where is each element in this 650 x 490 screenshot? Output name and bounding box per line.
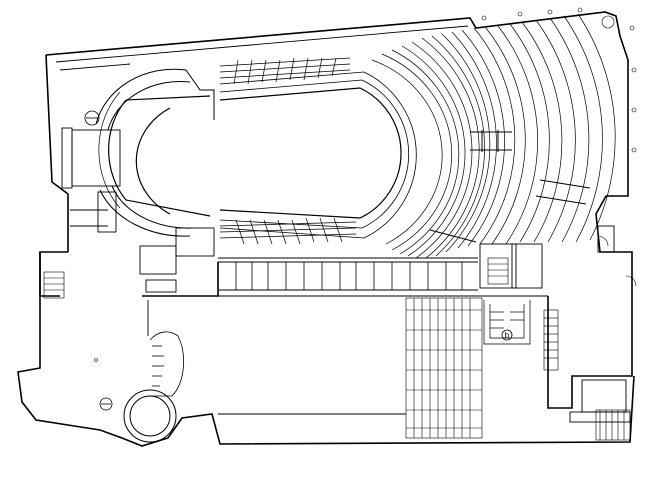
stair-flight — [595, 409, 631, 441]
core-stairs — [43, 257, 509, 299]
wall-segment — [61, 127, 73, 189]
room-small — [145, 279, 177, 293]
arena-left-end — [135, 107, 171, 215]
stair-marker-label: b — [504, 331, 509, 340]
fixtures — [94, 7, 637, 362]
chair-rows-top — [219, 57, 351, 85]
stair-zigzag — [483, 300, 531, 345]
curved-stair — [149, 331, 185, 397]
inner-walls — [55, 25, 631, 423]
stair-flight — [543, 309, 559, 371]
room-small — [581, 379, 627, 413]
room-lobby — [71, 129, 121, 187]
stepped-seating-block — [405, 297, 483, 439]
room-row — [235, 262, 463, 290]
room-small — [597, 225, 615, 253]
stair-marker: b — [501, 329, 513, 341]
lower-hall-steps — [405, 297, 483, 439]
round-tower — [123, 389, 177, 443]
room-small — [139, 245, 177, 275]
room-stair-core — [511, 243, 543, 289]
stair-flight — [487, 257, 509, 285]
room-small — [175, 227, 215, 257]
seating-tiers — [371, 13, 616, 259]
spiral-stairs — [84, 110, 113, 411]
arena-floor — [98, 71, 417, 239]
stair-flight — [43, 271, 65, 299]
chair-rows-bottom — [219, 217, 357, 245]
seating-aisles — [429, 130, 591, 243]
corridor-curve — [95, 68, 215, 237]
stair-right — [543, 309, 631, 441]
room-stair-core — [479, 243, 517, 289]
